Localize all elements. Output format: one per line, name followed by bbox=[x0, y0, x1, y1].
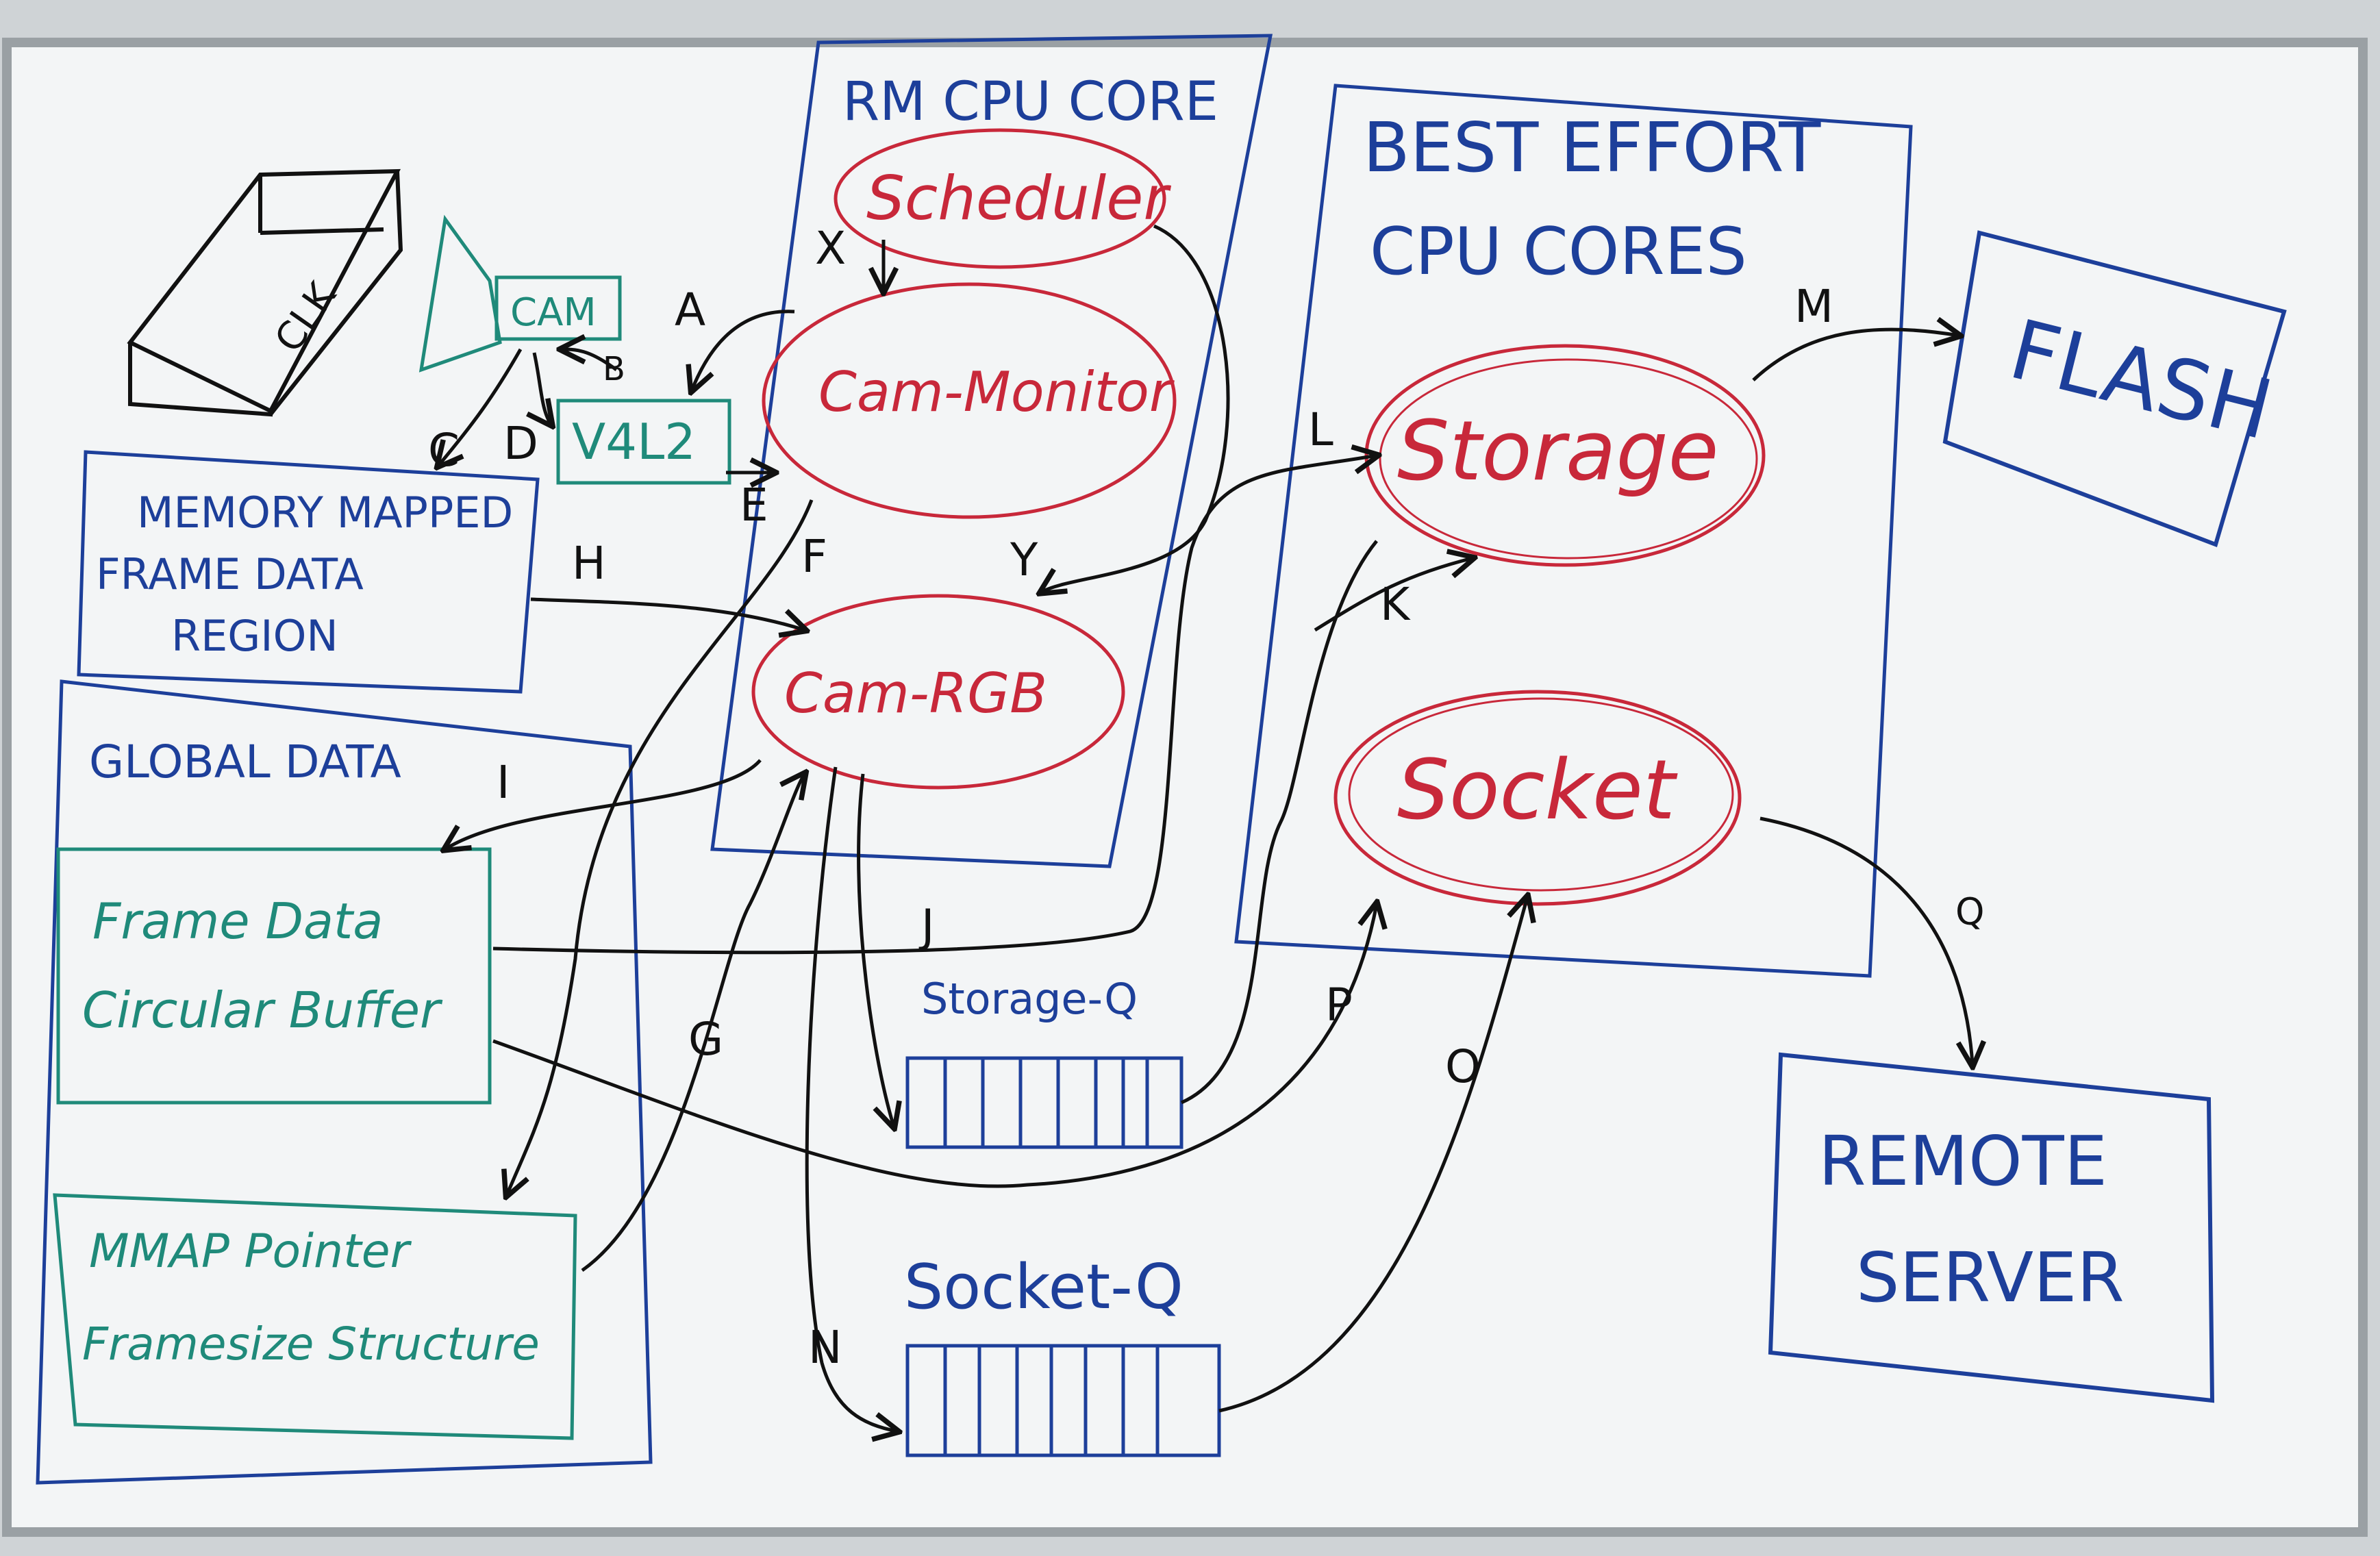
arrow-b bbox=[562, 349, 618, 372]
arrow-d bbox=[534, 352, 551, 425]
cam-monitor-node bbox=[762, 282, 1177, 519]
scheduler-node bbox=[834, 128, 1166, 269]
edge-label-b: B bbox=[603, 350, 625, 388]
cam-monitor-label: Cam-Monitor bbox=[818, 360, 1175, 424]
memory-mapped-box bbox=[77, 450, 540, 694]
edge-label-p: P bbox=[1325, 979, 1353, 1031]
remote-server-box bbox=[1768, 1052, 2215, 1403]
mmap-line1: MMAP Pointer bbox=[89, 1225, 412, 1279]
storage-q-label: Storage-Q bbox=[921, 974, 1138, 1024]
arrow-m bbox=[1752, 329, 1959, 381]
memory-mapped-line3: REGION bbox=[171, 611, 338, 661]
arrow-o bbox=[1218, 897, 1527, 1413]
frame-data-box bbox=[56, 847, 492, 1105]
edge-label-y: Y bbox=[1010, 534, 1038, 586]
arrow-h bbox=[530, 597, 805, 630]
arrow-storage-q-in bbox=[857, 773, 894, 1127]
edge-label-o: O bbox=[1445, 1040, 1481, 1093]
mmap-box bbox=[53, 1193, 577, 1440]
arrow-i bbox=[445, 759, 762, 849]
edge-label-m: M bbox=[1794, 280, 1833, 333]
scheduler-label: Scheduler bbox=[866, 163, 1171, 234]
memory-mapped-line2: FRAME DATA bbox=[96, 549, 364, 599]
arrow-y bbox=[1041, 224, 1230, 592]
edge-label-f: F bbox=[801, 530, 827, 583]
edge-label-g: G bbox=[688, 1013, 723, 1066]
edge-label-c: C bbox=[428, 424, 460, 477]
edge-label-d: D bbox=[503, 417, 538, 470]
clk-box bbox=[127, 168, 403, 417]
edge-label-h: H bbox=[572, 537, 606, 590]
edge-label-k: K bbox=[1380, 578, 1411, 631]
arrow-f bbox=[507, 499, 814, 1195]
socket-node-inner bbox=[1348, 697, 1734, 892]
arrow-j bbox=[492, 455, 1377, 955]
flash-box bbox=[1942, 230, 2287, 547]
mmap-line2: Framesize Structure bbox=[82, 1318, 540, 1370]
memory-mapped-line1: MEMORY MAPPED bbox=[137, 488, 513, 538]
edge-label-j: J bbox=[918, 900, 934, 953]
arrow-q bbox=[1759, 816, 1972, 1065]
remote-server-line1: REMOTE bbox=[1818, 1121, 2107, 1201]
frame-data-line2: Circular Buffer bbox=[82, 981, 443, 1039]
arrow-n bbox=[805, 766, 897, 1431]
arrow-g bbox=[581, 774, 805, 1272]
arrows bbox=[438, 224, 1972, 1431]
socket-q-box bbox=[905, 1344, 1221, 1457]
edge-labels: A B C D E F G H I J K L M N O P Q X Y bbox=[428, 222, 1985, 1374]
v4l2-box bbox=[556, 399, 731, 485]
socket-node bbox=[1333, 690, 1742, 906]
edge-label-e: E bbox=[740, 479, 768, 531]
arrow-a bbox=[692, 310, 795, 390]
edge-label-n: N bbox=[808, 1321, 842, 1374]
global-data-box bbox=[36, 679, 653, 1485]
arrow-c bbox=[438, 348, 523, 466]
cam-rgb-label: Cam-RGB bbox=[784, 662, 1047, 725]
frame-data-line1: Frame Data bbox=[92, 892, 383, 950]
edge-label-l: L bbox=[1308, 403, 1333, 456]
v4l2-label: V4L2 bbox=[572, 413, 696, 470]
best-effort-title-line1: BEST EFFORT bbox=[1363, 108, 1821, 188]
edge-label-a: A bbox=[675, 284, 705, 336]
storage-label: Storage bbox=[1397, 404, 1719, 499]
cam-rgb-node bbox=[751, 594, 1125, 790]
socket-label: Socket bbox=[1397, 743, 1678, 838]
remote-server-line2: SERVER bbox=[1856, 1238, 2125, 1318]
edge-label-q: Q bbox=[1955, 890, 1985, 933]
best-effort-title-line2: CPU CORES bbox=[1370, 214, 1747, 290]
rm-cpu-core-title: RM CPU CORE bbox=[842, 71, 1218, 133]
edge-label-x: X bbox=[815, 222, 846, 275]
best-effort-box bbox=[1234, 84, 1913, 978]
arrow-p bbox=[492, 904, 1377, 1188]
socket-q-label: Socket-Q bbox=[904, 1251, 1183, 1323]
edge-label-i: I bbox=[497, 756, 510, 809]
cam-lens bbox=[418, 214, 502, 373]
cam-label: CAM bbox=[510, 290, 597, 335]
global-data-label: GLOBAL DATA bbox=[89, 736, 401, 788]
arrow-storage-q-out bbox=[1180, 540, 1378, 1105]
rm-cpu-core-box bbox=[710, 34, 1273, 868]
